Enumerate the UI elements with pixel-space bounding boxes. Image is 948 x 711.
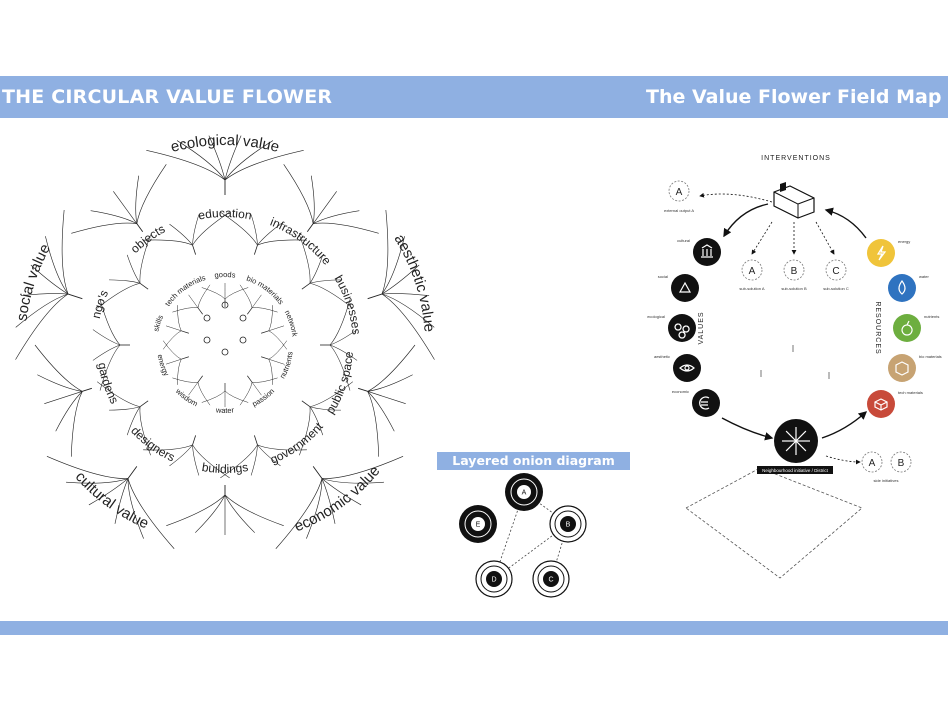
svg-text:A: A xyxy=(749,266,756,277)
flower-branches xyxy=(15,135,435,549)
svg-text:sub-solution B: sub-solution B xyxy=(781,286,807,291)
svg-text:Neighbourhood initiative / Dis: Neighbourhood initiative / District xyxy=(762,468,829,473)
interventions-label: INTERVENTIONS xyxy=(761,155,831,162)
inner-label: water xyxy=(215,405,235,415)
resource-nutrients-icon: nutrients xyxy=(893,314,939,342)
onion-node-d: D xyxy=(475,560,513,598)
svg-text:tech materials: tech materials xyxy=(898,390,923,395)
onion-node-a: A xyxy=(505,473,543,511)
svg-text:energy: energy xyxy=(898,239,910,244)
building-icon xyxy=(773,182,815,219)
onion-node-c: C xyxy=(532,560,570,598)
svg-text:sub-solution A: sub-solution A xyxy=(739,286,764,291)
value-aesthetic-icon: aesthetic xyxy=(654,354,701,382)
svg-text:external output A: external output A xyxy=(664,208,694,213)
resource-bio-materials-icon: bio materials xyxy=(888,354,942,382)
resource-energy-icon: energy xyxy=(867,239,910,267)
value-social-icon: social xyxy=(658,274,699,302)
svg-text:B: B xyxy=(566,522,571,529)
svg-text:economic: economic xyxy=(672,389,689,394)
svg-text:ecological: ecological xyxy=(647,314,665,319)
svg-text:cultural: cultural xyxy=(677,238,690,243)
svg-text:A: A xyxy=(522,490,527,497)
onion-node-b: B xyxy=(549,505,587,543)
svg-text:bio materials: bio materials xyxy=(919,354,942,359)
onion-node-e: E xyxy=(459,505,497,543)
svg-text:B: B xyxy=(791,266,798,277)
resource-water-icon: water xyxy=(888,274,929,302)
onion-diagram-label: Layered onion diagram xyxy=(437,452,630,470)
svg-text:nutrients: nutrients xyxy=(924,314,939,319)
svg-text:E: E xyxy=(476,522,481,529)
outer-value-label: ecological value xyxy=(169,132,281,156)
value-economic-icon: economic xyxy=(672,389,720,417)
neighbourhood-node: Neighbourhood initiative / District xyxy=(757,419,833,474)
middle-label: buildings xyxy=(201,460,249,476)
field-map-title: The Value Flower Field Map xyxy=(646,86,942,108)
circular-value-flower-title: THE CIRCULAR VALUE FLOWER xyxy=(2,86,333,108)
svg-text:A: A xyxy=(676,187,683,198)
svg-text:water: water xyxy=(919,274,929,279)
svg-text:C: C xyxy=(548,577,553,584)
svg-text:B: B xyxy=(898,458,905,469)
svg-text:C: C xyxy=(832,266,839,277)
inner-label: goods xyxy=(214,270,236,280)
value-cultural-icon: cultural xyxy=(677,238,721,266)
svg-text:side initiatives: side initiatives xyxy=(874,478,899,483)
resource-tech-materials-icon: tech materials xyxy=(867,390,923,418)
svg-text:A: A xyxy=(869,458,876,469)
svg-text:sub-solution C: sub-solution C xyxy=(823,286,849,291)
resources-axis-label: RESOURCES xyxy=(874,301,881,354)
value-ecological-icon: ecological xyxy=(647,314,696,342)
svg-text:social: social xyxy=(658,274,668,279)
header-band xyxy=(0,76,948,118)
svg-text:D: D xyxy=(491,577,496,584)
footer-band xyxy=(0,621,948,635)
values-axis-label: VALUES xyxy=(698,311,705,344)
svg-text:aesthetic: aesthetic xyxy=(654,354,670,359)
